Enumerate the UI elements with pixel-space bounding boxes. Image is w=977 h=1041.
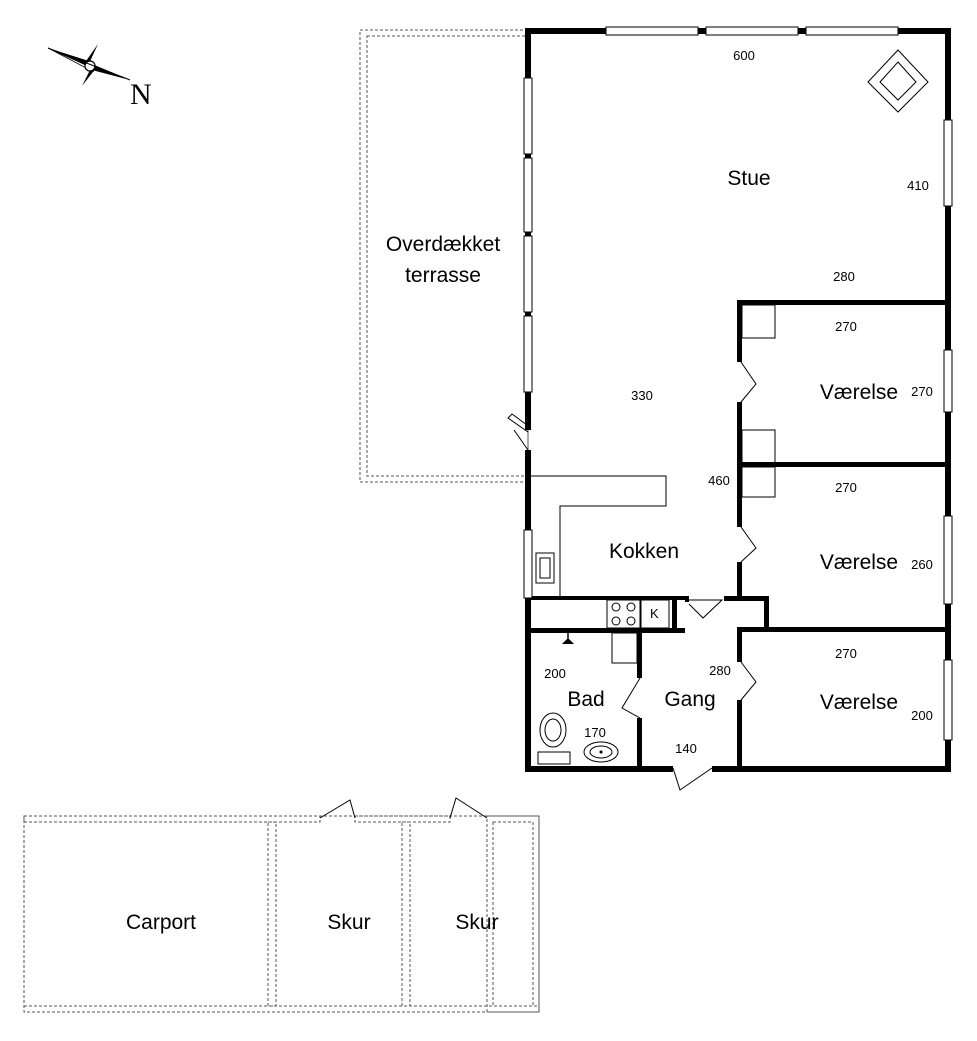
room-label-carport: Carport (126, 911, 196, 934)
kitchen-counter (531, 475, 667, 596)
room-label-kokken: Kokken (609, 540, 679, 563)
dim-v1-top: 270 (835, 319, 857, 334)
room-label-stue: Stue (727, 167, 770, 190)
dim-bad-bottom: 170 (584, 725, 606, 740)
outbuilding (23, 815, 540, 1013)
dim-gang-side: 280 (709, 663, 731, 678)
dim-stue-lower: 280 (833, 269, 855, 284)
room-label-bad: Bad (567, 688, 604, 711)
dim-v2-top: 270 (835, 480, 857, 495)
dim-gang-bottom: 140 (675, 741, 697, 756)
room-label-terrasse-2: terrasse (405, 264, 481, 287)
room-label-skur-2: Skur (455, 911, 498, 934)
dim-v3-side: 200 (911, 708, 933, 723)
dim-v1-side: 270 (911, 384, 933, 399)
room-label-vaerelse-2: Værelse (820, 551, 898, 574)
dim-bad-side: 200 (544, 666, 566, 681)
fridge-label: K (650, 606, 659, 621)
compass-north-label: N (130, 78, 152, 111)
fridge-icon (640, 599, 670, 629)
dim-stue-top: 600 (733, 48, 755, 63)
washbasin-icon (583, 741, 619, 763)
compass-rose-icon (47, 44, 131, 86)
wardrobe-v1-lower (741, 429, 776, 464)
wardrobe-bath (611, 632, 638, 664)
wardrobe-v1 (741, 304, 776, 339)
outbuilding-doors (319, 797, 488, 819)
dim-kokken-side: 460 (708, 473, 730, 488)
wardrobe-v2 (741, 466, 776, 498)
terrace-outline (359, 29, 529, 483)
room-label-gang: Gang (664, 688, 715, 711)
room-label-vaerelse-3: Værelse (820, 691, 898, 714)
room-label-vaerelse-1: Værelse (820, 381, 898, 404)
fireplace-icon (867, 49, 929, 113)
doors (507, 361, 757, 791)
sink-icon (535, 552, 555, 584)
dim-v2-side: 260 (911, 557, 933, 572)
shower-icon (562, 633, 574, 644)
room-label-skur-1: Skur (327, 911, 370, 934)
dim-stue-middle: 330 (631, 388, 653, 403)
stove-icon (606, 599, 641, 629)
dim-stue-right: 410 (907, 178, 929, 193)
toilet-icon (537, 712, 571, 765)
dim-v3-top: 270 (835, 646, 857, 661)
room-label-terrasse-1: Overdækket (386, 233, 501, 256)
windows (523, 26, 953, 741)
